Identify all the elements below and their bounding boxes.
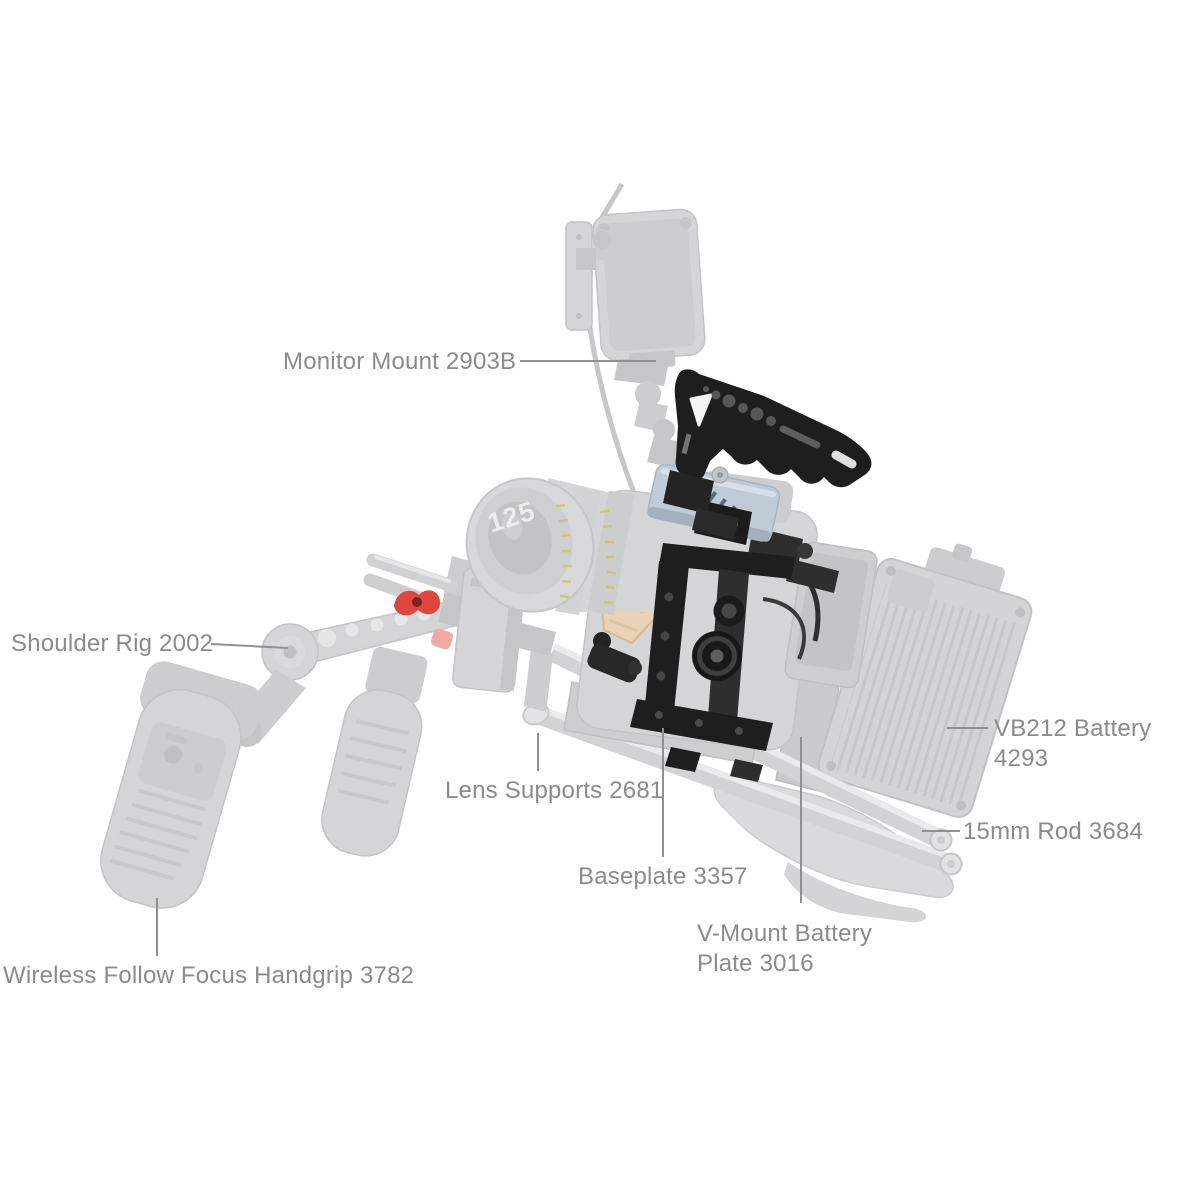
label-15mm-rod: 15mm Rod 3684 bbox=[963, 818, 1144, 845]
leader-shoulder-rig bbox=[210, 643, 289, 649]
lens-support-part bbox=[511, 622, 556, 712]
label-wireless-handgrip: Wireless Follow Focus Handgrip 3782 bbox=[3, 962, 415, 989]
rod-mount-black-bits bbox=[587, 632, 642, 683]
label-shoulder-rig: Shoulder Rig 2002 bbox=[11, 630, 214, 657]
label-baseplate: Baseplate 3357 bbox=[578, 863, 748, 890]
front-handgrip bbox=[321, 646, 428, 857]
label-vb212-battery: VB212 Battery 4293 bbox=[994, 715, 1152, 772]
label-lens-supports: Lens Supports 2681 bbox=[445, 777, 664, 804]
nato-clamp bbox=[663, 470, 714, 514]
label-v-mount-battery-plate: V-Mount Battery Plate 3016 bbox=[697, 920, 873, 977]
leader-lines bbox=[156, 360, 988, 956]
label-monitor-mount: Monitor Mount 2903B bbox=[283, 348, 517, 375]
wireless-follow-focus-handgrip bbox=[100, 661, 263, 909]
lens-focus-ticks bbox=[555, 503, 617, 605]
cine-lens: 125 bbox=[465, 477, 660, 616]
handle-triangle-cutout bbox=[689, 393, 713, 427]
monitor bbox=[565, 208, 706, 370]
vb212-battery bbox=[817, 543, 1033, 818]
top-handle bbox=[663, 369, 872, 540]
